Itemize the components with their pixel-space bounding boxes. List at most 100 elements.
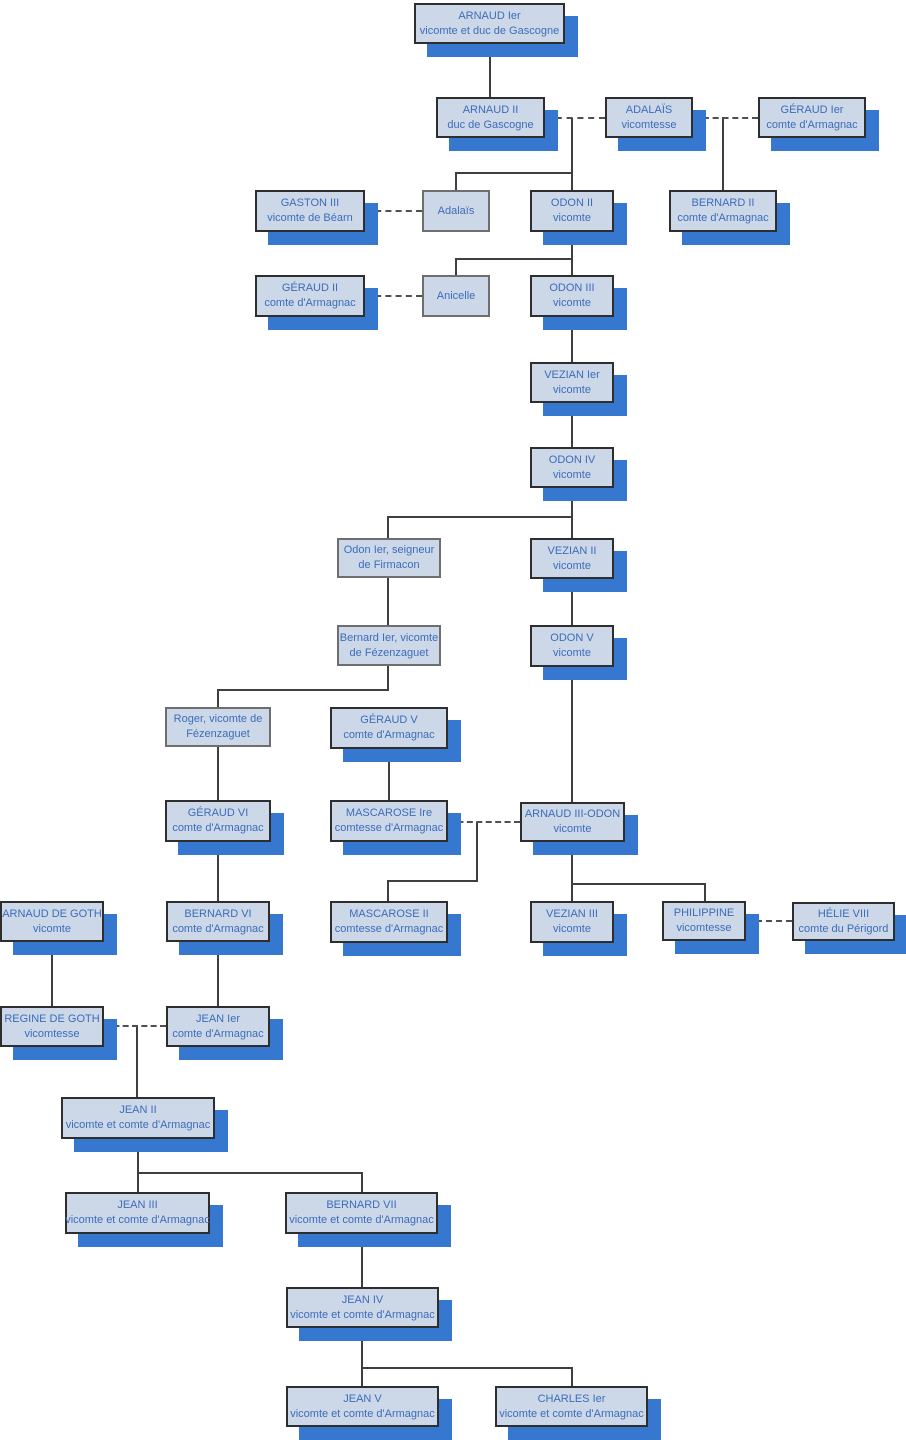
descent-connector-line [388,749,390,800]
person-node-charles-1: CHARLES Ier vicomte et comte d'Armagnac [495,1386,648,1427]
person-node-arnaud-2: ARNAUD II duc de Gascogne [436,97,545,138]
descent-connector-line [217,942,219,1006]
person-title: Fézenzaguet [186,728,250,740]
person-name: BERNARD VII [326,1199,397,1211]
person-name: Bernard Ier, vicomte [339,631,439,644]
descent-connector-line [361,1234,363,1287]
descent-connector-line [571,403,573,447]
person-title: vicomte [553,383,591,396]
person-title: comte d'Armagnac [264,297,356,309]
person-node-bernard-2: BERNARD II comte d'Armagnac [669,190,777,232]
person-name: Anicelle [436,289,476,302]
person-name: BERNARD II [691,197,755,209]
person-title: vicomte [553,468,591,481]
descent-connector-line [361,1367,573,1369]
descent-connector-line [722,117,724,190]
person-title: vicomtesse [24,1027,80,1040]
person-node-philippine: PHILIPPINE vicomtesse [662,901,746,941]
person-name: ARNAUD II [462,103,519,116]
person-node-geraud-5: GÉRAUD V comte d'Armagnac [330,707,448,749]
person-name: ODON V [550,632,594,644]
person-title: vicomte et comte d'Armagnac [65,1119,211,1131]
descent-connector-line [571,883,706,885]
person-name: ARNAUD III-ODON [524,808,621,820]
descent-connector-line [387,578,389,625]
descent-connector-line [387,666,389,690]
person-name: GÉRAUD Ier [780,103,844,116]
person-title: duc de Gascogne [447,118,534,131]
person-node-odon-1-firmacon: Odon Ier, seigneur de Firmacon [337,538,441,578]
person-title: vicomtesse [621,118,677,131]
person-node-odon-4: ODON IV vicomte [530,447,614,488]
person-title: vicomte et comte d'Armagnac [65,1214,210,1226]
person-name: Adalaïs [437,204,475,217]
person-title: vicomte [553,823,592,835]
person-name: VEZIAN Ier [544,368,600,381]
person-name: BERNARD VI [184,907,252,920]
person-title: de Firmacon [358,559,420,571]
person-name: ADALAÏS [625,103,673,116]
descent-connector-line [571,579,573,625]
person-name: Odon Ier, seigneur [343,544,435,556]
descent-connector-line [387,880,478,882]
descent-connector-line [571,317,573,362]
person-name: VEZIAN II [547,544,597,557]
person-name: GÉRAUD II [281,282,339,294]
person-title: vicomte et comte d'Armagnac [499,1407,644,1420]
person-name: REGINE DE GOTH [4,1012,100,1025]
descent-connector-line [489,44,491,97]
person-title: vicomte [33,922,71,935]
marriage-connector-dashed-line [365,210,422,212]
person-node-arnaud-de-goth: ARNAUD DE GOTH vicomte [0,901,104,942]
person-title: vicomtesse [676,922,732,934]
person-node-anicelle: Anicelle [422,275,490,317]
descent-connector-line [387,516,573,518]
marriage-connector-dashed-line [545,117,605,119]
descent-connector-line [571,667,573,802]
person-node-arnaud-3-odon: ARNAUD III-ODON vicomte [520,802,625,842]
person-node-helie-8: HÉLIE VIII comte du Périgord [792,902,895,941]
descent-connector-line [455,259,457,275]
person-title: comte d'Armagnac [343,729,435,741]
person-title: comte d'Armagnac [677,212,769,224]
person-node-adalais: Adalaïs [422,190,490,232]
descent-connector-line [455,173,457,190]
descent-connector-line [137,1139,139,1192]
person-node-vezian-1: VEZIAN Ier vicomte [530,362,614,403]
person-name: ARNAUD DE GOTH [2,907,102,920]
person-name: PHILIPPINE [673,907,735,919]
person-title: vicomte [553,647,591,659]
person-name: CHARLES Ier [537,1392,606,1405]
person-title: comte du Périgord [798,922,889,935]
person-name: GÉRAUD V [360,714,418,726]
person-name: ODON IV [548,453,596,466]
person-name: ARNAUD Ier [458,9,521,22]
person-title: vicomte [553,559,591,572]
marriage-connector-dashed-line [746,920,792,922]
descent-connector-line [387,881,389,901]
descent-connector-line [136,1026,138,1097]
person-name: MASCAROSE Ire [345,807,433,819]
person-name: Roger, vicomte de [173,713,263,725]
person-node-roger: Roger, vicomte de Fézenzaguet [165,707,271,747]
person-name: HÉLIE VIII [817,907,870,920]
person-name: VEZIAN III [546,908,598,920]
person-title: vicomte et comte d'Armagnac [290,1308,435,1321]
person-name: MASCAROSE II [349,908,429,920]
descent-connector-line [476,822,478,881]
descent-connector-line [571,118,573,190]
marriage-connector-dashed-line [104,1025,166,1027]
person-name: JEAN V [343,1392,382,1405]
person-title: vicomte [553,923,591,935]
